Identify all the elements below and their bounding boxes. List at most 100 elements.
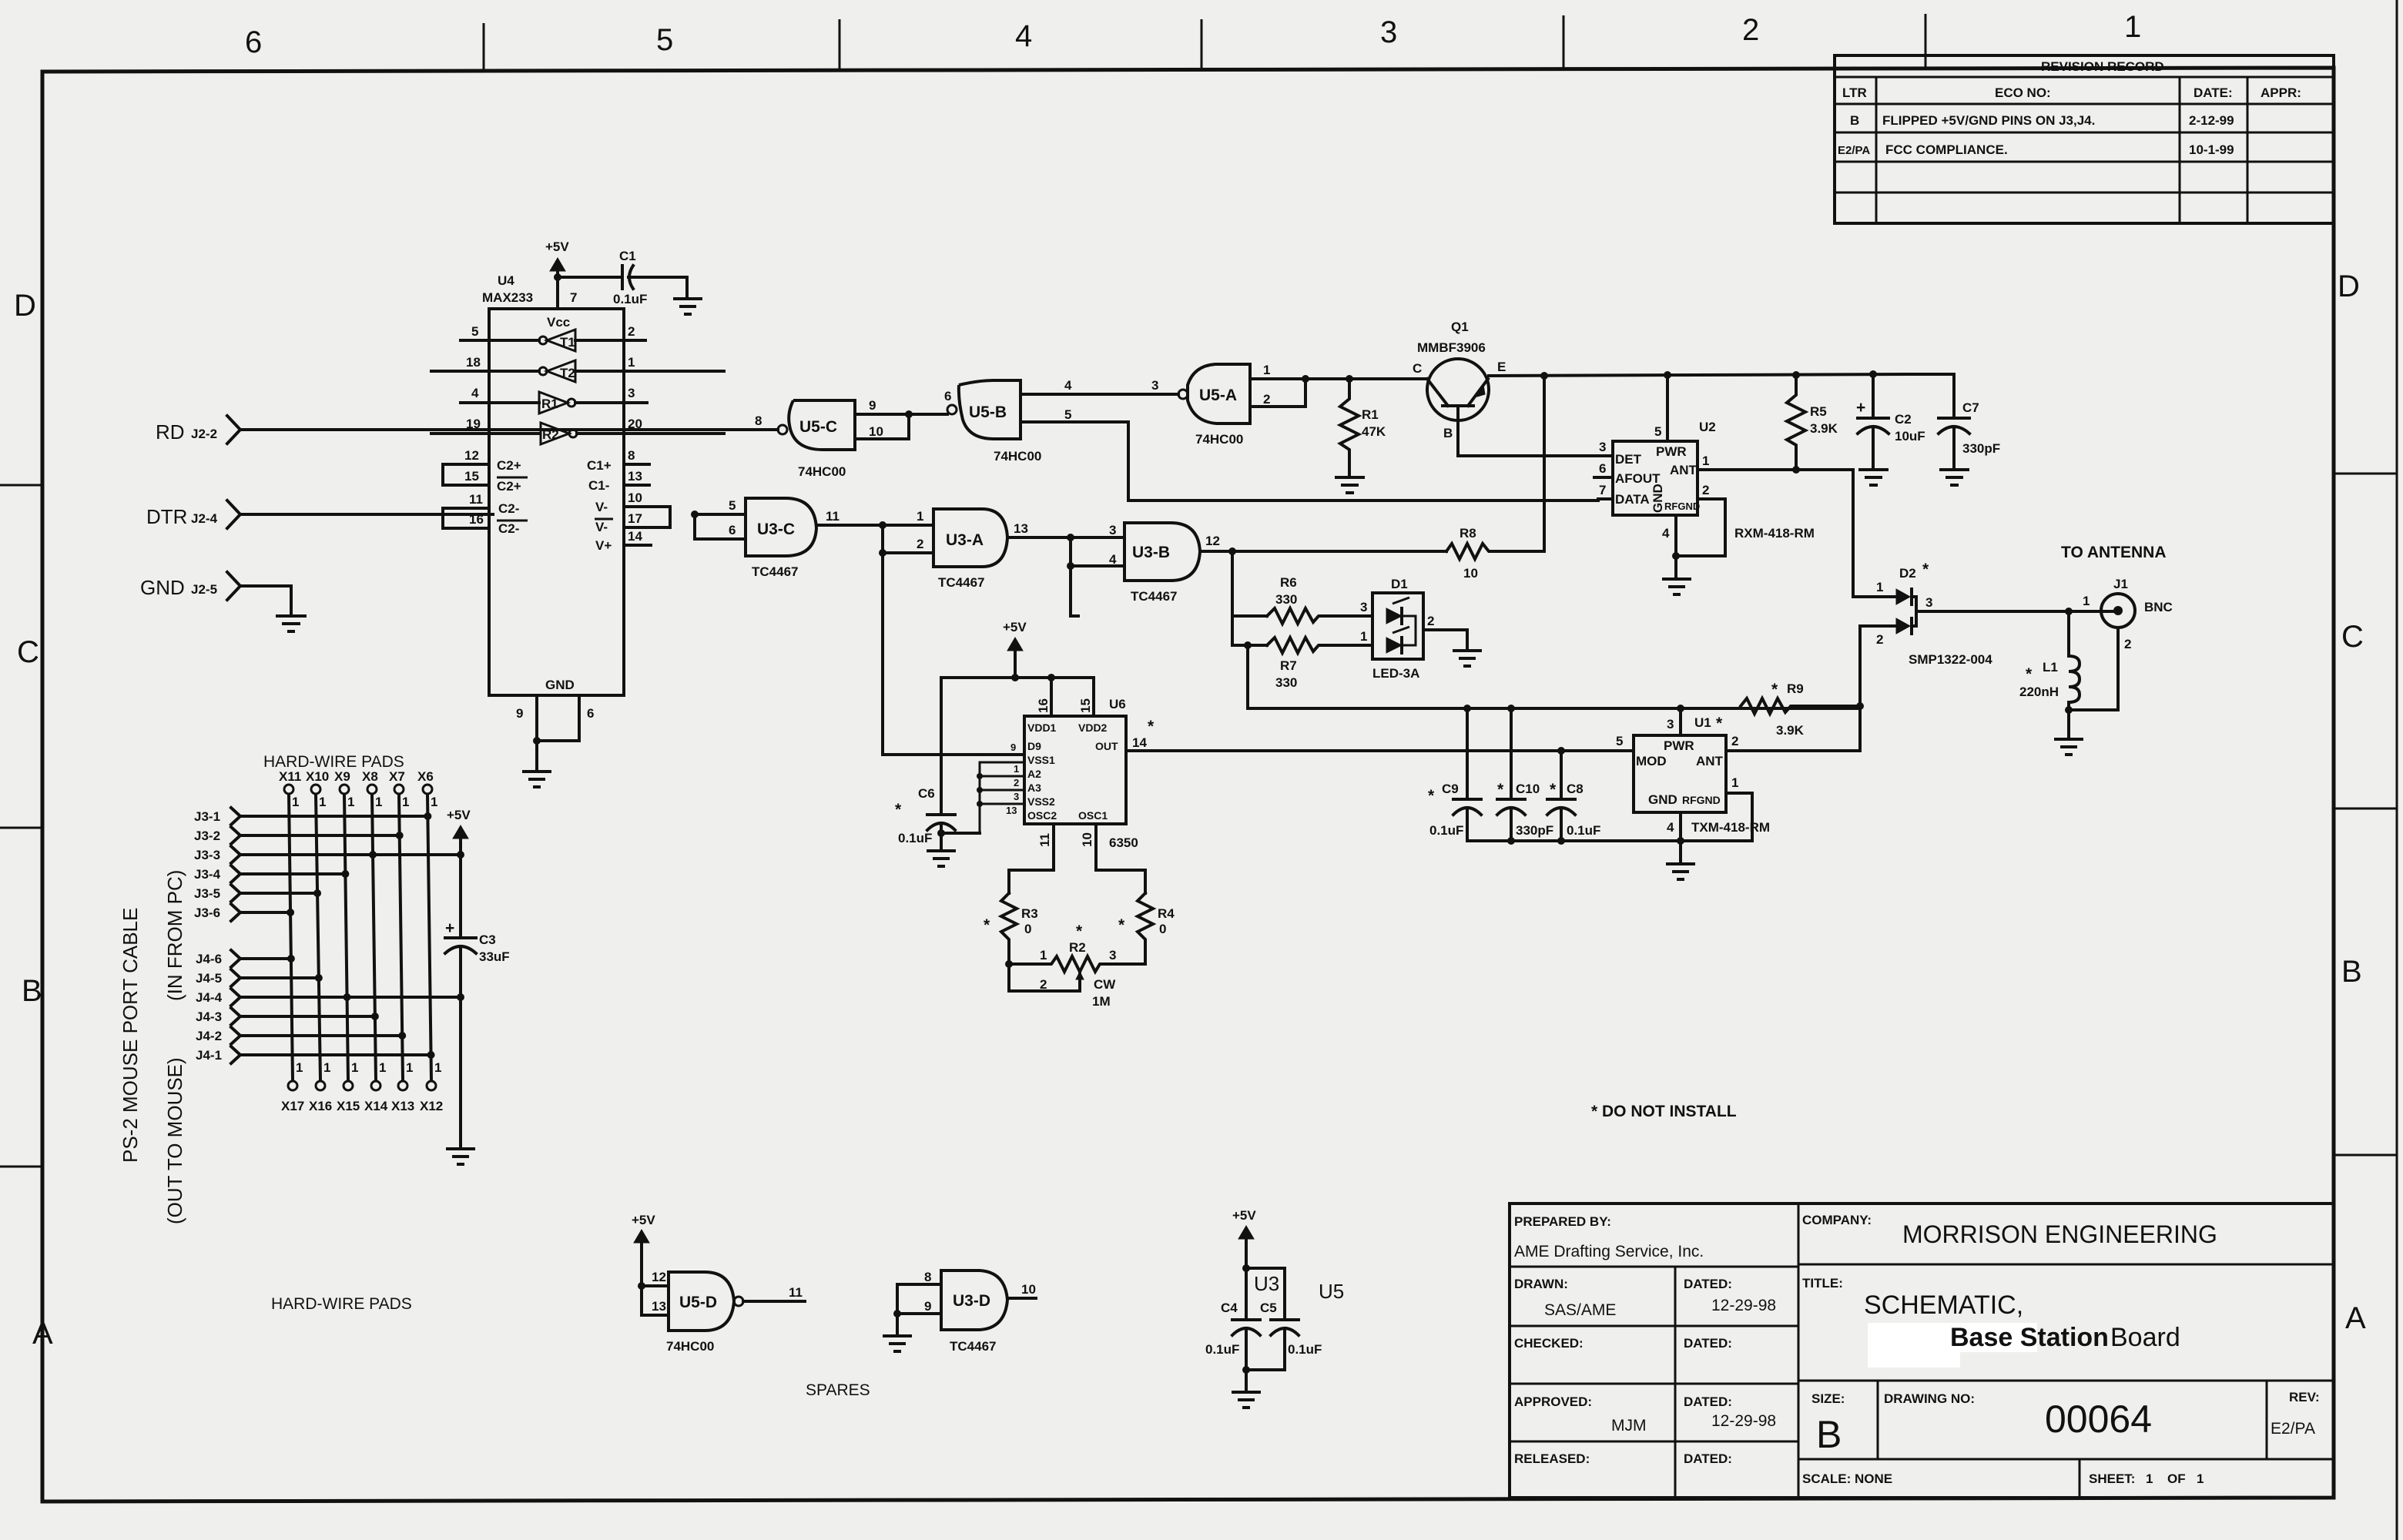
u3c-pin: 6 <box>729 523 736 537</box>
u5b-pin: 4 <box>1064 378 1072 393</box>
ground-icon <box>1453 649 1482 668</box>
junction-dot <box>398 1032 407 1040</box>
rev-row-date: 2-12-99 <box>2189 113 2234 128</box>
u6-vdd2-label: VDD2 <box>1078 721 1108 734</box>
d2-star: * <box>1922 561 1929 578</box>
pad-icon <box>314 1080 327 1092</box>
u2-pin: 5 <box>1654 424 1661 439</box>
u5b-part: 74HC00 <box>994 449 1041 464</box>
r5-ref: R5 <box>1810 404 1827 419</box>
pin-j2-5-label: J2-5 <box>191 582 217 597</box>
pad-icon <box>366 783 378 795</box>
u4-pin: 8 <box>628 448 635 463</box>
u4-pin: 3 <box>628 386 635 400</box>
pad-pin: 1 <box>347 795 354 809</box>
u4-vm-label: V- <box>595 500 608 514</box>
hardwire-trace <box>342 792 350 1083</box>
pad-label-bottom: X16 <box>309 1099 332 1113</box>
rev-row-eco: FCC COMPLIANCE. <box>1885 142 2008 157</box>
u4-c2m-label: C2- <box>498 501 519 516</box>
pad-pin: 1 <box>296 1060 303 1075</box>
zone-col-6: 6 <box>245 25 262 59</box>
zone-col-3: 3 <box>1380 15 1397 49</box>
u4-pin: 11 <box>469 492 483 507</box>
u5d-power-label: +5V <box>632 1213 655 1227</box>
u6-a2-label: A2 <box>1027 768 1041 780</box>
pad-icon <box>310 783 322 795</box>
rev-header-ltr: LTR <box>1842 85 1867 100</box>
pad-label-bottom: X14 <box>364 1099 388 1113</box>
rev-header-appr: APPR: <box>2261 85 2301 100</box>
hardwire-trace <box>425 792 434 1083</box>
zone-col-5: 5 <box>656 23 673 57</box>
u3a-gate: U3-A TC4467 1 2 13 <box>917 507 1126 618</box>
u4-c2pb-label: C2+ <box>497 479 521 494</box>
revision-record-table: REVISION RECORD LTR ECO NO: DATE: APPR: … <box>1833 54 2335 225</box>
pad-pin: 1 <box>323 1060 330 1075</box>
d1-pin: 3 <box>1360 600 1367 614</box>
pad-icon <box>338 783 350 795</box>
hardwire-title-top: HARD-WIRE PADS <box>263 753 404 771</box>
ground-icon <box>2054 738 2083 756</box>
rev-header-eco: ECO NO: <box>1995 85 2051 100</box>
u4-pin: 5 <box>471 324 478 339</box>
junction-dot <box>287 955 295 962</box>
j1-pin: 2 <box>2124 637 2131 651</box>
r9-value: 3.9K <box>1776 723 1805 738</box>
q1-transistor: Q1 MMBF3906 C B E <box>1413 320 1909 552</box>
u5-ref: U5 <box>1319 1280 1344 1303</box>
c4-ref: C4 <box>1221 1301 1238 1315</box>
l1-inductor: * L1 220nH <box>2019 610 2083 756</box>
u2-pin: 6 <box>1599 461 1606 476</box>
pad-label-bottom: X17 <box>281 1099 304 1113</box>
u4-pin: 19 <box>466 417 481 431</box>
d1-pin: 1 <box>1360 629 1367 644</box>
c7-ref: C7 <box>1962 400 1979 415</box>
company-value: MORRISON ENGINEERING <box>1902 1220 2217 1248</box>
u4-pin: 10 <box>628 490 642 505</box>
u4-c1p-label: C1+ <box>587 458 612 473</box>
r7-value: 330 <box>1275 675 1297 690</box>
polarity-plus-icon: + <box>1856 399 1865 417</box>
junction-dot <box>341 870 350 878</box>
u5d-pin: 12 <box>652 1270 666 1284</box>
drawn-value: SAS/AME <box>1544 1301 1616 1319</box>
q1-b-label: B <box>1443 426 1453 440</box>
j4-pin-label: J4-5 <box>196 971 222 986</box>
u6-pin: 2 <box>1014 777 1019 788</box>
l1-value: 220nH <box>2019 685 2059 699</box>
j4-pin-label: J4-2 <box>196 1029 222 1043</box>
u5d-spare-gate: +5V U5-D 74HC00 12 13 11 <box>632 1213 806 1354</box>
signal-rd-label: RD <box>156 420 185 444</box>
u6-star: * <box>1148 718 1155 735</box>
ground-icon <box>1858 468 1889 487</box>
pad-icon <box>370 1080 382 1092</box>
rev-value: E2/PA <box>2271 1420 2315 1438</box>
u5d-pin: 13 <box>652 1299 666 1314</box>
u2-data-label: DATA <box>1615 492 1650 507</box>
u6-pin: 3 <box>1014 791 1019 802</box>
in-from-pc-label: (IN FROM PC) <box>163 870 186 1001</box>
power-arrow-icon <box>452 825 469 839</box>
do-not-install-note: * DO NOT INSTALL <box>1591 1103 1737 1120</box>
r1-ref: R1 <box>1362 407 1379 422</box>
approved-dated-label: DATED: <box>1684 1394 1732 1409</box>
rev-row-ltr: E2/PA <box>1838 144 1870 157</box>
title-line2-board: Board <box>2110 1323 2180 1352</box>
signal-gnd-label: GND <box>140 576 185 599</box>
hardwire-pads: HARD-WIRE PADS HARD-WIRE PADS PS-2 MOUSE… <box>119 753 464 1313</box>
c3-capacitor: +5V + C3 33uF <box>443 808 510 1166</box>
j4-pin-label: J4-6 <box>196 952 222 966</box>
u3-ref: U3 <box>1254 1272 1279 1295</box>
u4-pin: 16 <box>469 512 484 527</box>
u4-pin: 2 <box>628 324 635 339</box>
pad-label-top: X6 <box>417 769 434 784</box>
pad-pin: 1 <box>406 1060 413 1075</box>
d2-pin: 2 <box>1876 632 1883 647</box>
u2-pin: 2 <box>1702 483 1709 497</box>
j3-pin-label: J3-3 <box>194 848 220 862</box>
u3d-pin: 10 <box>1021 1282 1036 1297</box>
q1-e-label: E <box>1497 360 1506 374</box>
cable-label: PS-2 MOUSE PORT CABLE <box>119 908 142 1163</box>
power-arrow-icon <box>549 257 566 272</box>
